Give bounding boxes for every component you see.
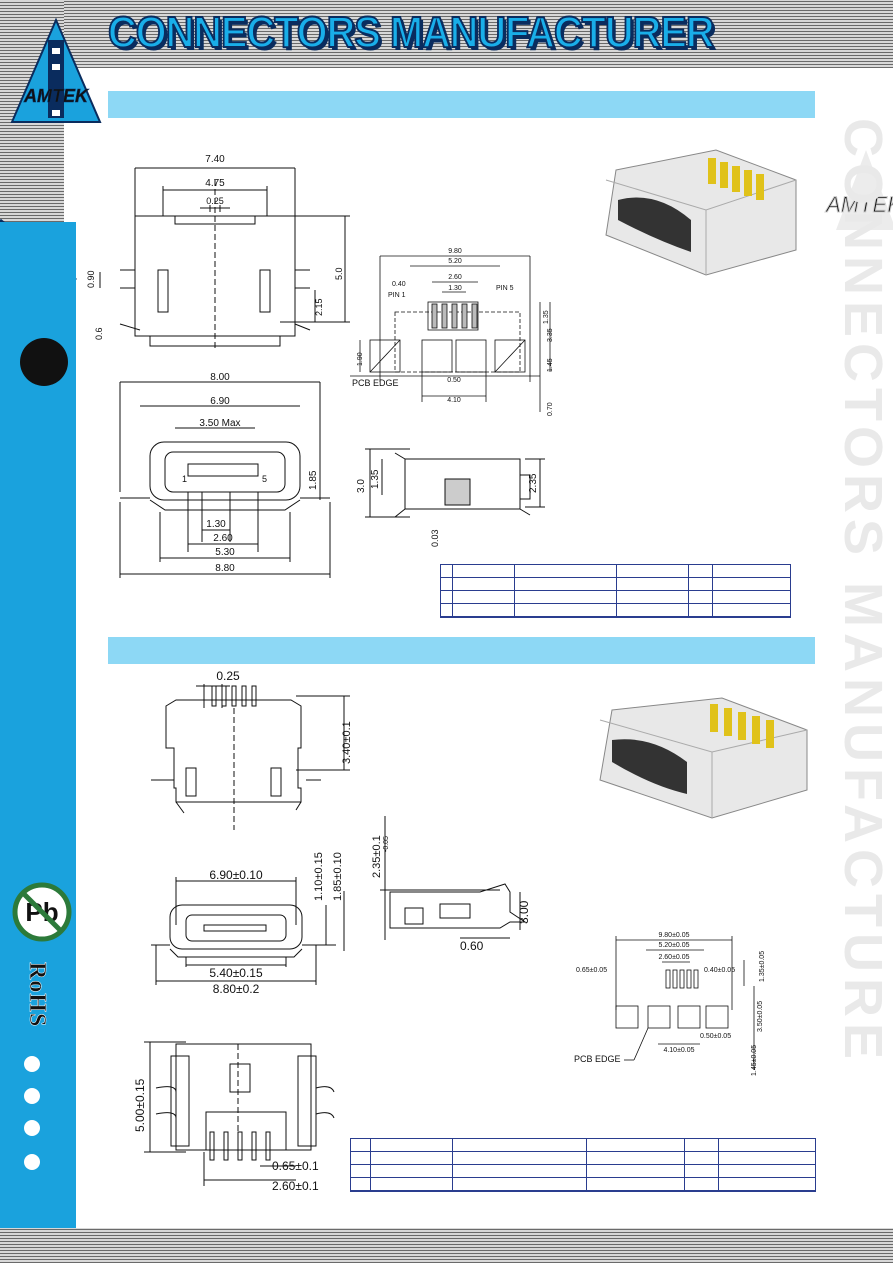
s2-front-b1: 5.40±0.15 [209,966,263,980]
s1-pcb-w-pitch: 1.30 [448,285,462,292]
s2-bottom-view-drawing: 5.00±0.15 0.65±0.1 2.60±0.1 [133,1041,335,1193]
s1-top-w-total: 7.40 [205,154,225,165]
s2-front-b2: 8.80±0.2 [213,982,260,996]
s1-pcb-pin5: PIN 5 [496,285,514,292]
s1-front-w-mid: 6.90 [210,396,230,407]
s1-top-w-inner: 4.75 [205,178,225,189]
s2-pcb-w-bottom: 4.10±0.05 [663,1047,694,1054]
s2-front-h1: 1.10±0.15 [313,852,325,901]
s1-front-b2: 2.60 [213,533,233,544]
watermark-logo: AMTEK [824,150,893,230]
header-stripe-band [0,0,893,68]
s1-pcb-w-mid: 5.20 [448,258,462,265]
lead-free-badge: Pb [12,882,72,942]
s2-pcb-left: 0.65±0.05 [576,967,607,974]
s2-side-tol: -0.05 [383,836,390,852]
s1-front-view-drawing: 8.00 6.90 3.50 Max 1.85 1 5 1.30 2.60 5.… [119,372,331,578]
amtek-logo: AMTEK [10,17,102,123]
s2-side-foot: 0.60 [460,939,484,953]
s1-spec-table [440,564,791,618]
s1-pcb-edge-label: PCB EDGE [352,378,399,388]
s1-side-view-drawing: 3.0 1.35 2.35 0.03 [356,448,545,547]
s1-front-w-opening: 3.50 Max [199,418,240,429]
s1-front-pin-first: 1 [182,474,187,484]
watermark-logo-text: AMTEK [824,192,893,217]
s1-pcb-center: 0.50 [447,377,461,384]
s2-spec-table [350,1138,816,1192]
s2-pcb-w-pins: 2.60±0.05 [658,954,689,961]
s1-front-pin-last: 5 [262,474,267,484]
s2-pcb-center: 0.50±0.05 [700,1033,731,1040]
s1-pcb-h1: 1.35 [543,310,550,324]
section-2-bar [108,637,815,664]
s2-side-view-drawing: 2.35±0.1 -0.05 3.00 0.60 [371,816,531,953]
logo-text: AMTEK [23,86,90,106]
s1-front-b4: 8.80 [215,563,235,574]
s1-pcb-pin1: PIN 1 [388,292,406,299]
s1-top-h-total: 5.0 [334,267,344,280]
sidebar-dot-2 [24,1088,40,1104]
s1-side-foot: 0.03 [430,529,440,547]
s2-top-pitch: 0.25 [216,669,240,683]
section-1-bar [108,91,815,118]
s2-front-w-mid: 6.90±0.10 [209,868,263,882]
sidebar-dot-4 [24,1154,40,1170]
s2-connector-render [599,697,808,819]
s1-connector-render [605,149,797,276]
s2-pcb-w-mid: 5.20±0.05 [658,942,689,949]
s2-front-view-drawing: 6.90±0.10 1.10±0.15 1.85±0.10 5.40±0.15 … [151,852,345,996]
s2-bottom-b2: 2.60±0.1 [272,1179,319,1193]
s2-front-h2: 1.85±0.10 [332,852,344,901]
s1-front-h-right: 1.85 [308,470,319,490]
sidebar-dot-1 [24,1056,40,1072]
rohs-label: RoHS [24,962,51,1028]
s1-top-h-foot: 0.6 [94,327,104,340]
s1-pcb-h-left: 1.90 [357,352,364,366]
s1-side-h-mid: 1.35 [370,469,381,489]
s2-side-height: 2.35±0.1 [371,835,383,878]
s2-pcb-pad: 0.40±0.05 [704,967,735,974]
page-title: CONNECTORS MANUFACTURER [107,7,715,58]
s2-pcb-edge-label: PCB EDGE [574,1054,621,1064]
s2-pcb-h1: 1.35±0.05 [759,951,766,982]
s1-pcb-pad: 0.40 [392,281,406,288]
s2-pcb-h3: 1.45±0.05 [751,1045,758,1076]
sidebar-dot-3 [24,1120,40,1136]
s2-top-height: 3.40±0.1 [341,721,353,764]
sidebar-bullet [20,338,68,386]
s2-top-view-drawing: 0.25 3.40±0.1 [151,669,353,830]
s1-side-h-total: 3.0 [356,479,367,493]
s1-front-b3: 5.30 [215,547,235,558]
s1-front-w-outer: 8.00 [210,372,230,383]
s1-top-h-right: 2.15 [314,298,324,316]
s2-pcb-w-total: 9.80±0.05 [658,932,689,939]
s1-top-pitch: 0.25 [206,196,224,206]
s2-pcb-h2: 3.50±0.05 [757,1001,764,1032]
s1-front-b1: 1.30 [206,519,226,530]
s1-side-h-right: 2.35 [528,473,539,493]
s1-pcb-w-total: 9.80 [448,248,462,255]
s2-bottom-height: 5.00±0.15 [133,1078,147,1132]
s1-top-view-drawing: 7.40 4.75 0.25 0.90 2.15 5.0 0.6 [86,154,350,350]
s1-pcb-h3: 1.45 [547,358,554,372]
s1-pcb-w-bottom: 4.10 [447,397,461,404]
s1-pcb-h2: 3.35 [547,328,554,342]
s2-bottom-b1: 0.65±0.1 [272,1159,319,1173]
s1-pcb-layout-drawing: 9.80 5.20 2.60 1.30 0.40 PIN 1 PIN 5 1.3… [350,248,554,416]
s1-top-h-left: 0.90 [86,270,96,288]
s1-pcb-w-pins: 2.60 [448,274,462,281]
s2-side-h-right: 3.00 [517,900,531,924]
footer-stripe-band [0,1228,893,1263]
s2-pcb-layout-drawing: 9.80±0.05 5.20±0.05 2.60±0.05 0.40±0.05 … [574,932,766,1076]
s1-pcb-h-bottom: 0.70 [547,402,554,416]
watermark-text: CONNECTORS MANUFACTURE [842,118,893,1066]
